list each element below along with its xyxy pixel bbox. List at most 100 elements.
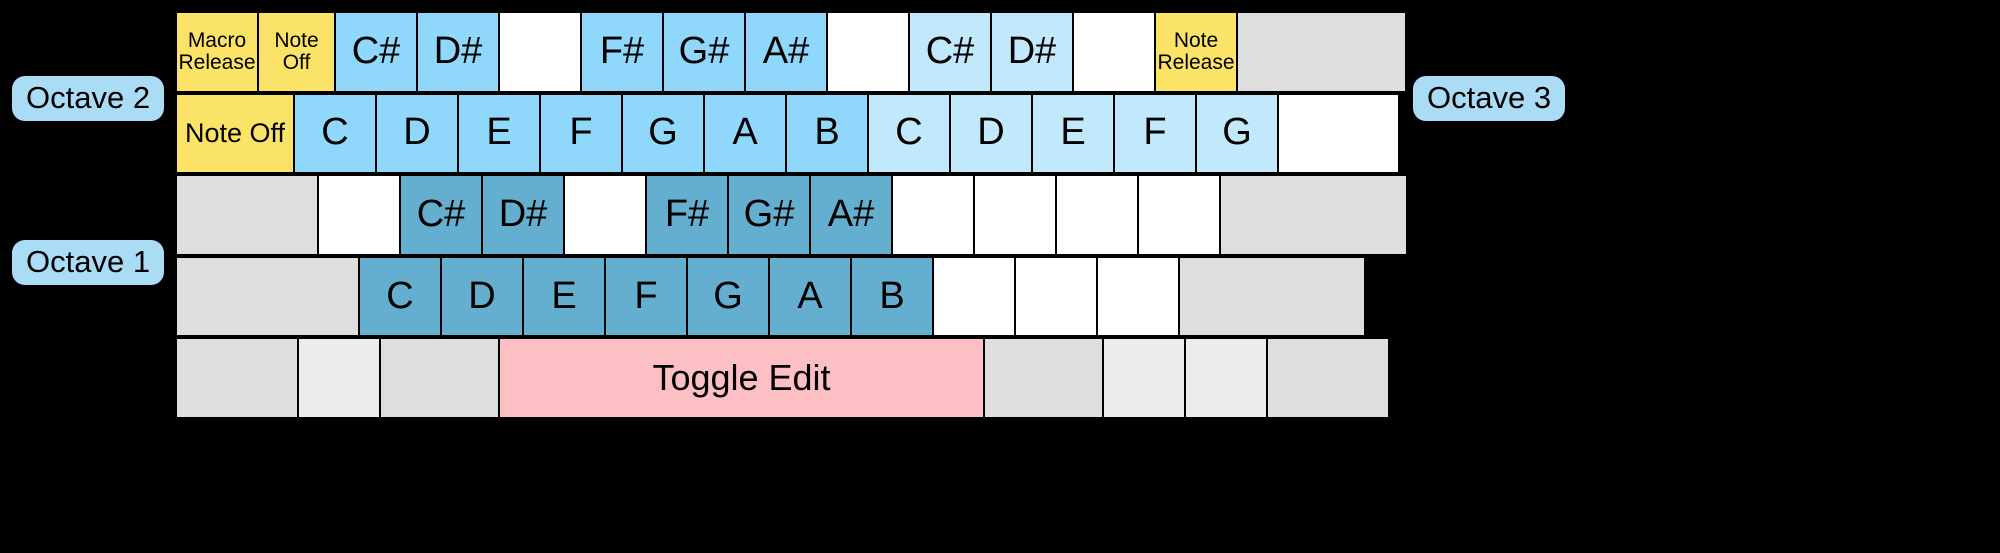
key-g[interactable]: G	[621, 92, 705, 175]
key-c[interactable]: C	[358, 255, 442, 338]
octave-2-label: Octave 2	[12, 76, 165, 121]
key-blank[interactable]	[1184, 337, 1268, 419]
key-blank[interactable]	[317, 174, 401, 256]
key-blank[interactable]	[498, 11, 582, 93]
key-d-sharp[interactable]: D#	[990, 11, 1074, 93]
key-f-sharp[interactable]: F#	[645, 174, 729, 256]
key-g-sharp[interactable]: G#	[662, 11, 746, 93]
key-label: G	[713, 274, 743, 317]
key-a[interactable]: A	[768, 255, 852, 338]
key-label: D#	[498, 193, 548, 236]
keyboard-row-asdf-row: C# D# F# G# A#	[175, 174, 1408, 256]
key-label: D#	[1007, 29, 1057, 72]
key-blank[interactable]	[175, 174, 319, 256]
key-label: Note Off	[274, 28, 319, 74]
key-label: C#	[925, 29, 975, 72]
key-g[interactable]: G	[686, 255, 770, 338]
key-d-sharp[interactable]: D#	[416, 11, 500, 93]
key-blank[interactable]	[563, 174, 647, 256]
key-d[interactable]: D	[440, 255, 524, 338]
key-blank[interactable]	[175, 337, 299, 419]
key-label: C	[895, 111, 923, 154]
key-e[interactable]: E	[522, 255, 606, 338]
key-label: A#	[827, 193, 875, 236]
key-d-sharp[interactable]: D#	[481, 174, 565, 256]
key-blank[interactable]	[1137, 174, 1221, 256]
key-blank[interactable]	[379, 337, 500, 419]
key-blank[interactable]	[175, 255, 360, 338]
key-blank[interactable]	[1102, 337, 1186, 419]
key-d[interactable]: D	[375, 92, 459, 175]
key-label: G	[1222, 111, 1252, 154]
key-blank[interactable]	[1178, 255, 1366, 338]
key-f[interactable]: F	[1113, 92, 1197, 175]
key-blank[interactable]	[973, 174, 1057, 256]
key-note-release[interactable]: Note Release	[1154, 11, 1238, 93]
key-blank[interactable]	[1096, 255, 1180, 338]
key-c[interactable]: C	[867, 92, 951, 175]
key-f[interactable]: F	[539, 92, 623, 175]
key-label: E	[551, 274, 577, 317]
key-toggle-edit[interactable]: Toggle Edit	[498, 337, 985, 419]
key-label: B	[879, 274, 905, 317]
key-label: F#	[664, 193, 710, 236]
key-label: F	[1143, 111, 1167, 154]
key-label: Note Release	[1157, 28, 1235, 74]
key-c-sharp[interactable]: C#	[399, 174, 483, 256]
key-label: F	[569, 111, 593, 154]
key-a-sharp[interactable]: A#	[744, 11, 828, 93]
key-label: A	[732, 111, 758, 154]
key-label: E	[486, 111, 512, 154]
key-label: E	[1060, 111, 1086, 154]
key-label: C#	[416, 193, 466, 236]
key-label: G#	[678, 29, 730, 72]
key-a-sharp[interactable]: A#	[809, 174, 893, 256]
key-note-off[interactable]: Note Off	[257, 11, 336, 93]
key-b[interactable]: B	[850, 255, 934, 338]
key-blank[interactable]	[932, 255, 1016, 338]
key-label: C	[321, 111, 349, 154]
key-f[interactable]: F	[604, 255, 688, 338]
key-label: A#	[762, 29, 810, 72]
key-label: C#	[351, 29, 401, 72]
key-blank[interactable]	[1072, 11, 1156, 93]
key-g[interactable]: G	[1195, 92, 1279, 175]
key-label: Macro Release	[178, 28, 256, 74]
key-blank[interactable]	[891, 174, 975, 256]
key-blank[interactable]	[826, 11, 910, 93]
key-blank[interactable]	[1266, 337, 1390, 419]
key-note-off[interactable]: Note Off	[175, 92, 295, 175]
key-blank[interactable]	[1219, 174, 1408, 256]
key-c-sharp[interactable]: C#	[908, 11, 992, 93]
key-label: F	[634, 274, 658, 317]
key-blank[interactable]	[1236, 11, 1407, 93]
key-label: D	[977, 111, 1005, 154]
key-blank[interactable]	[1055, 174, 1139, 256]
key-c[interactable]: C	[293, 92, 377, 175]
key-f-sharp[interactable]: F#	[580, 11, 664, 93]
key-b[interactable]: B	[785, 92, 869, 175]
key-macro-release[interactable]: Macro Release	[175, 11, 259, 93]
octave-1-label: Octave 1	[12, 240, 165, 285]
key-e[interactable]: E	[1031, 92, 1115, 175]
key-blank[interactable]	[297, 337, 381, 419]
key-blank[interactable]	[983, 337, 1104, 419]
key-label: D	[403, 111, 431, 154]
key-label: C	[386, 274, 414, 317]
key-e[interactable]: E	[457, 92, 541, 175]
key-c-sharp[interactable]: C#	[334, 11, 418, 93]
keyboard-row-space-row: Toggle Edit	[175, 337, 1392, 419]
key-d[interactable]: D	[949, 92, 1033, 175]
key-blank[interactable]	[1014, 255, 1098, 338]
key-label: G#	[743, 193, 795, 236]
key-label: D#	[433, 29, 483, 72]
key-blank[interactable]	[1277, 92, 1400, 175]
key-a[interactable]: A	[703, 92, 787, 175]
key-label: Toggle Edit	[652, 357, 831, 399]
key-label: D	[468, 274, 496, 317]
key-g-sharp[interactable]: G#	[727, 174, 811, 256]
